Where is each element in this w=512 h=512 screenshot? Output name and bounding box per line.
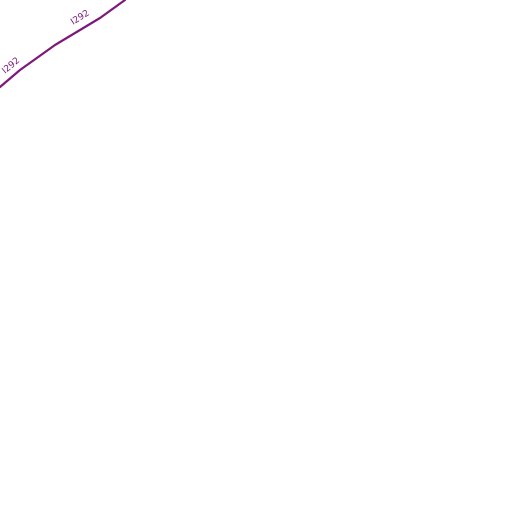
road-line bbox=[0, 0, 127, 89]
road-label: I292 bbox=[1, 56, 23, 76]
